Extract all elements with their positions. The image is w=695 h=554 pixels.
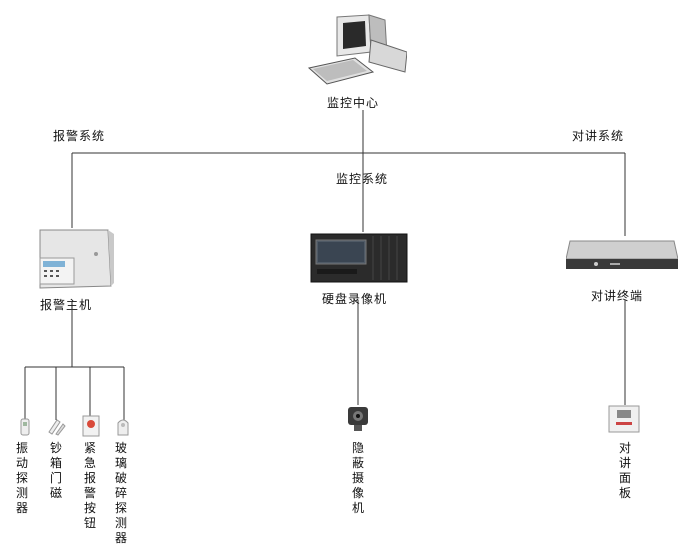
sensor-label-3: 紧急报警按钮 <box>83 441 96 530</box>
alarm-host-label: 报警主机 <box>40 298 93 312</box>
intercom-panel-label: 对讲面板 <box>618 441 631 500</box>
hidden-camera-icon <box>344 403 372 437</box>
hidden-camera-label: 隐蔽摄像机 <box>351 441 364 515</box>
monitoring-center-label: 监控中心 <box>327 96 380 110</box>
sensor-label-4: 玻璃破碎探测器 <box>114 441 127 545</box>
intercom-system-label: 对讲系统 <box>572 129 625 143</box>
door-magnet-icon <box>47 418 67 440</box>
monitor-system-label: 监控系统 <box>336 172 389 186</box>
sensor-label-1: 振动探测器 <box>15 441 28 515</box>
vibration-detector-icon <box>19 418 31 440</box>
computer-icon <box>307 12 408 96</box>
glass-break-detector-icon <box>115 417 131 441</box>
intercom-terminal-label: 对讲终端 <box>591 289 644 303</box>
sensor-label-2: 钞箱门磁 <box>49 441 62 500</box>
dvr-label: 硬盘录像机 <box>322 292 388 306</box>
dvr-icon <box>309 232 409 288</box>
emergency-button-icon <box>82 415 100 441</box>
intercom-panel-icon <box>608 405 640 437</box>
alarm-host-icon <box>36 228 116 294</box>
alarm-system-label: 报警系统 <box>53 129 106 143</box>
intercom-terminal-icon <box>565 237 679 275</box>
